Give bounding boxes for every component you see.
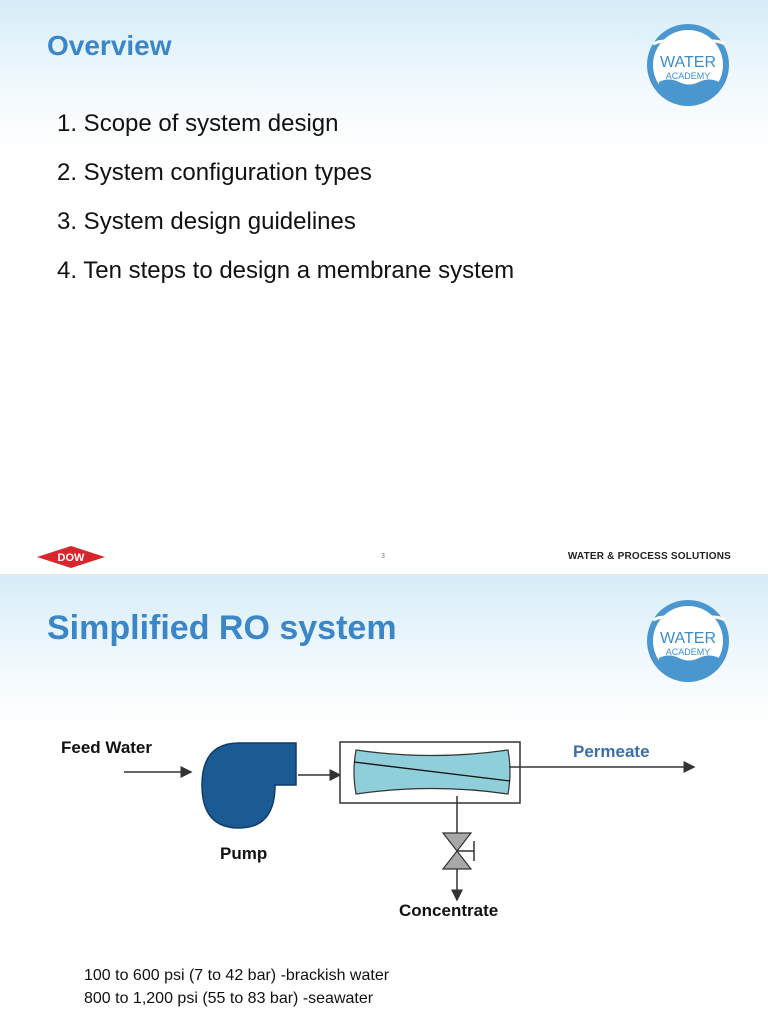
slide-overview: Overview WATER ACADEMY 1. Scope of syste…	[0, 0, 768, 575]
page-number: 3	[381, 553, 385, 560]
list-item: 3. System design guidelines	[57, 208, 356, 235]
list-item: 1. Scope of system design	[57, 110, 339, 137]
ro-process-diagram	[124, 741, 696, 902]
logo-line1: WATER	[660, 54, 716, 71]
control-valve-lower	[441, 850, 473, 870]
dow-diamond-logo-icon: DOW	[37, 546, 105, 568]
slide-title: Simplified RO system	[47, 609, 397, 647]
logo-line1: WATER	[660, 630, 716, 647]
list-item: 4. Ten steps to design a membrane system	[57, 257, 515, 284]
water-academy-logo-icon: WATER ACADEMY	[647, 24, 729, 106]
slide-title: Overview	[47, 30, 172, 61]
slide-simplified-ro: Simplified RO system WATER ACADEMY	[0, 575, 768, 1024]
pump-label: Pump	[220, 844, 268, 863]
pressure-seawater: 800 to 1,200 psi (55 to 83 bar) -seawate…	[84, 990, 374, 1007]
concentrate-label: Concentrate	[399, 901, 499, 920]
dow-logo-text: DOW	[58, 552, 86, 564]
logo-line2: ACADEMY	[666, 71, 711, 81]
overview-list: 1. Scope of system design 2. System conf…	[57, 108, 514, 304]
feed-water-label: Feed Water	[61, 738, 153, 757]
water-academy-logo-icon: WATER ACADEMY	[647, 600, 729, 682]
membrane-line	[353, 761, 511, 782]
control-valve-icon	[441, 832, 473, 852]
footer-brand: WATER & PROCESS SOLUTIONS	[567, 551, 731, 562]
pressure-brackish: 100 to 600 psi (7 to 42 bar) -brackish w…	[84, 967, 390, 984]
logo-line2: ACADEMY	[666, 647, 711, 657]
list-item: 2. System configuration types	[57, 159, 372, 186]
centrifugal-pump-icon	[201, 742, 297, 829]
permeate-label: Permeate	[573, 742, 650, 761]
